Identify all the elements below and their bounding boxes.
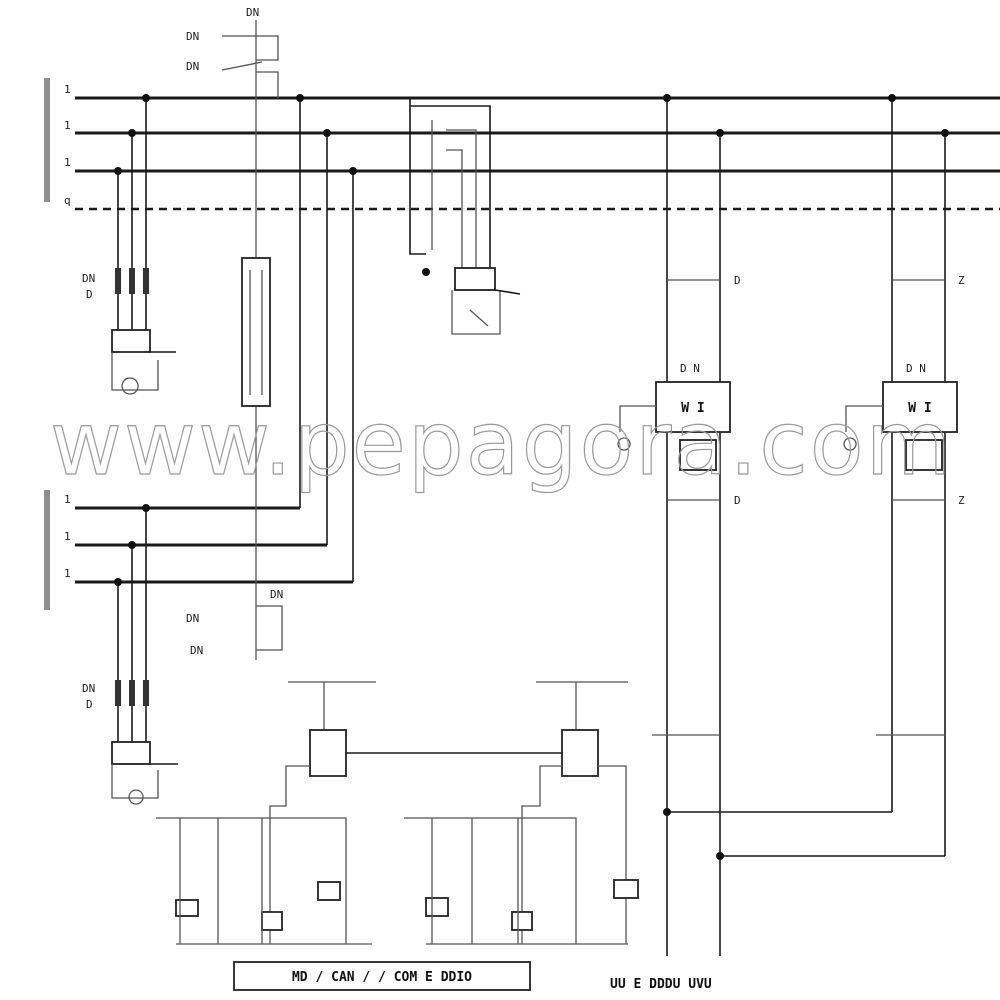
svg-text:DN: DN — [186, 612, 199, 625]
svg-text:DN: DN — [190, 644, 203, 657]
svg-text:D N: D N — [906, 362, 926, 375]
transfer-switch-body — [241, 257, 271, 407]
svg-text:Z: Z — [958, 274, 965, 287]
title-block-text: MD / CAN / / COM E DDIO — [292, 970, 472, 985]
drive-1-terminal — [679, 439, 717, 471]
lower-bus-labels: 1 1 1 — [44, 490, 71, 610]
lower-bus: 1 1 1 — [44, 490, 353, 610]
bottom-terminal-labels: UU E DDDU UVU — [610, 977, 712, 992]
svg-text:Z: Z — [958, 494, 965, 507]
svg-text:DN: DN — [186, 60, 199, 73]
svg-text:D: D — [86, 288, 93, 301]
svg-text:D: D — [86, 698, 93, 711]
upper-bus-labels: 1 1 1 q — [44, 78, 71, 207]
drive-1-label: W I — [681, 401, 704, 416]
title-block: MD / CAN / / COM E DDIO — [233, 961, 531, 991]
upper-bus: 1 1 1 q — [44, 78, 1000, 211]
drive-return-wires — [663, 808, 945, 860]
bus-ties — [296, 94, 357, 582]
svg-text:D N: D N — [680, 362, 700, 375]
svg-text:1: 1 — [64, 493, 71, 506]
upper-middle-breaker — [454, 267, 496, 291]
upper-middle-feeder — [409, 98, 521, 335]
svg-text:1: 1 — [64, 530, 71, 543]
upper-left-breaker — [111, 329, 151, 353]
control-relay-1 — [309, 729, 347, 777]
transfer-switch: DN DN DN DN DN DN — [186, 6, 283, 660]
svg-text:1: 1 — [64, 83, 71, 96]
drive-column-2: W I Z Z D N — [843, 94, 965, 856]
svg-text:DN: DN — [82, 272, 95, 285]
svg-text:1: 1 — [64, 156, 71, 169]
upper-left-feeder: DN D — [82, 94, 176, 395]
svg-text:DN: DN — [270, 588, 283, 601]
lower-left-feeder: DN D — [82, 504, 178, 805]
svg-text:q: q — [64, 194, 71, 207]
drive-2-label: W I — [908, 401, 931, 416]
drive-column-1: W I D D D N — [617, 94, 741, 956]
svg-text:D: D — [734, 274, 741, 287]
drive-2-terminal — [905, 439, 943, 471]
svg-text:1: 1 — [64, 567, 71, 580]
drive-2-box — [882, 381, 958, 433]
svg-text:DN: DN — [186, 30, 199, 43]
drive-1-box — [655, 381, 731, 433]
control-relay-2 — [561, 729, 599, 777]
svg-text:DN: DN — [82, 682, 95, 695]
svg-text:DN: DN — [246, 6, 259, 19]
watermark: www.pepagora.com — [50, 392, 953, 495]
svg-text:D: D — [734, 494, 741, 507]
lower-left-breaker — [111, 741, 151, 765]
svg-text:1: 1 — [64, 119, 71, 132]
control-section — [156, 681, 639, 945]
